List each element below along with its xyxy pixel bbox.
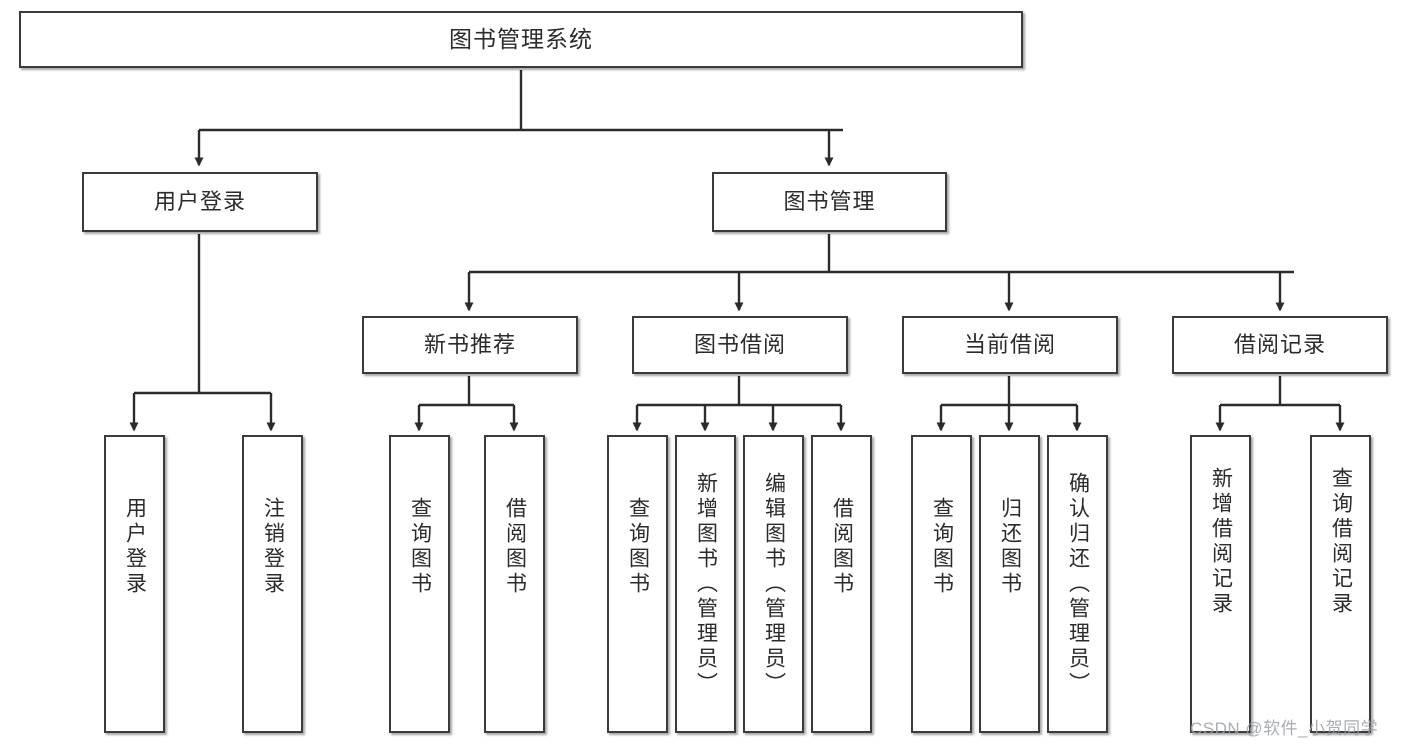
node-label: 用户登录 <box>153 188 246 214</box>
node-label: 查询图书 <box>408 497 432 597</box>
node-user-login[interactable]: 用户登录 <box>82 172 318 232</box>
node-label: 借阅图书 <box>503 497 527 597</box>
node-borrowing-records[interactable]: 借阅记录 <box>1172 316 1388 374</box>
node-label: 新增图书（管理员） <box>694 471 718 697</box>
leaf-add-book-admin[interactable]: 新增图书（管理员） <box>675 435 736 733</box>
node-new-book-recommendation[interactable]: 新书推荐 <box>362 316 578 374</box>
node-label: 借阅记录 <box>1233 331 1326 357</box>
leaf-query-books-borrowing[interactable]: 查询图书 <box>607 435 668 733</box>
leaf-query-borrowing-record[interactable]: 查询借阅记录 <box>1310 435 1371 733</box>
node-current-borrowing[interactable]: 当前借阅 <box>902 316 1118 374</box>
leaf-borrow-books-borrowing[interactable]: 借阅图书 <box>811 435 872 733</box>
node-label: 查询借阅记录 <box>1329 467 1353 617</box>
leaf-return-books[interactable]: 归还图书 <box>979 435 1040 733</box>
node-label: 借阅图书 <box>830 497 854 597</box>
node-label: 图书借阅 <box>693 331 786 357</box>
node-label: 新书推荐 <box>423 331 516 357</box>
node-label: 用户登录 <box>123 497 147 597</box>
node-label: 编辑图书（管理员） <box>762 471 786 697</box>
leaf-query-books-recommendation[interactable]: 查询图书 <box>389 435 450 733</box>
leaf-confirm-return-admin[interactable]: 确认归还（管理员） <box>1047 435 1108 733</box>
leaf-borrow-books-recommendation[interactable]: 借阅图书 <box>484 435 545 733</box>
node-label: 注销登录 <box>261 497 285 597</box>
leaf-logout[interactable]: 注销登录 <box>242 435 303 733</box>
leaf-user-login[interactable]: 用户登录 <box>104 435 165 733</box>
node-label: 图书管理系统 <box>449 25 593 52</box>
node-label: 新增借阅记录 <box>1209 467 1233 617</box>
node-label: 确认归还（管理员） <box>1066 471 1090 697</box>
node-label: 查询图书 <box>930 497 954 597</box>
node-label: 图书管理 <box>783 188 876 214</box>
node-book-borrowing[interactable]: 图书借阅 <box>632 316 848 374</box>
node-label: 归还图书 <box>998 497 1022 597</box>
leaf-edit-book-admin[interactable]: 编辑图书（管理员） <box>743 435 804 733</box>
node-book-management[interactable]: 图书管理 <box>712 172 947 232</box>
node-label: 查询图书 <box>626 497 650 597</box>
leaf-add-borrowing-record[interactable]: 新增借阅记录 <box>1190 435 1251 733</box>
node-label: 当前借阅 <box>963 331 1056 357</box>
node-root-library-system[interactable]: 图书管理系统 <box>19 11 1023 68</box>
leaf-query-books-current[interactable]: 查询图书 <box>911 435 972 733</box>
